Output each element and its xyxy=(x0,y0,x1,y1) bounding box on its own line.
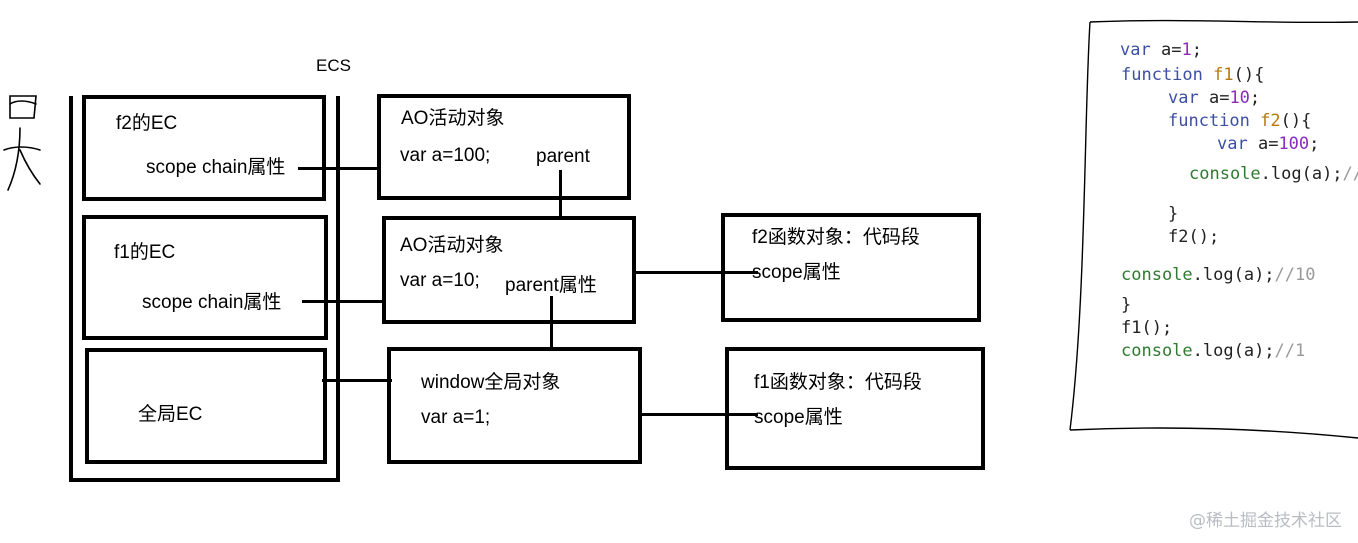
global-object-title: window全局对象 xyxy=(421,372,561,393)
ecs-bottom-wall xyxy=(69,478,340,482)
f2-ao-var: var a=100; xyxy=(400,145,491,166)
code-line-3: var a=10; xyxy=(1168,88,1261,108)
side-scribble xyxy=(3,95,41,191)
watermark: @稀土掘金技术社区 xyxy=(1189,511,1342,531)
ecs-title: ECS xyxy=(316,56,351,75)
code-panel-border xyxy=(1069,19,1358,439)
ecs-left-wall xyxy=(69,96,73,482)
f1-function-object-box xyxy=(725,347,985,470)
f2-function-object-box xyxy=(721,213,981,322)
f2-ec-scope-chain: scope chain属性 xyxy=(146,157,286,178)
f2-ec-frame xyxy=(82,95,326,201)
code-line-1: var a=1; xyxy=(1120,40,1202,60)
f1-ao-title: AO活动对象 xyxy=(400,235,504,256)
function-name: f1 xyxy=(1213,65,1234,85)
window-to-f1-function-connector xyxy=(640,413,758,416)
ecs-right-wall xyxy=(336,96,340,482)
code-line-5: var a=100; xyxy=(1217,134,1320,154)
f2-ao-box xyxy=(377,94,631,200)
code-line-2: function f1(){ xyxy=(1121,65,1265,85)
f1-parent-link xyxy=(550,296,553,349)
keyword: function xyxy=(1121,65,1203,85)
f2-parent-link xyxy=(559,170,562,218)
f1-function-scope: scope属性 xyxy=(754,407,843,428)
global-ec-to-window-connector xyxy=(322,379,392,382)
code-line-12: console.log(a);//1 xyxy=(1121,341,1306,361)
f2-function-object-title: f2函数对象：代码段 xyxy=(752,227,920,248)
code-line-4: function f2(){ xyxy=(1168,111,1312,131)
f1-ao-to-f2-function-connector xyxy=(634,271,758,274)
f1-ao-box xyxy=(382,216,636,324)
global-object-var: var a=1; xyxy=(421,407,491,428)
code-line-8: f2(); xyxy=(1168,227,1220,247)
f1-ao-var: var a=10; xyxy=(400,270,480,291)
f1-ec-frame xyxy=(82,215,328,340)
code-line-7: } xyxy=(1168,204,1179,224)
f2-ao-parent: parent xyxy=(536,146,590,167)
global-object-box xyxy=(387,347,642,464)
f1-ec-title: f1的EC xyxy=(114,242,176,263)
f1-scope-to-ao-connector xyxy=(302,300,386,303)
code-line-9: console.log(a);//10 xyxy=(1121,265,1316,285)
f1-function-object-title: f1函数对象：代码段 xyxy=(754,372,922,393)
f2-ec-title: f2的EC xyxy=(116,113,178,134)
code-line-11: f1(); xyxy=(1121,318,1173,338)
global-ec-title: 全局EC xyxy=(138,404,203,425)
f1-ec-scope-chain: scope chain属性 xyxy=(142,292,282,313)
code-line-10: } xyxy=(1121,295,1132,315)
f2-function-scope: scope属性 xyxy=(752,262,841,283)
f2-ao-title: AO活动对象 xyxy=(401,108,505,129)
keyword: var xyxy=(1120,40,1151,60)
f1-ao-parent: parent属性 xyxy=(505,275,597,296)
code-line-6: console.log(a);// xyxy=(1189,164,1358,184)
f2-scope-to-ao-connector xyxy=(298,167,379,170)
global-ec-frame xyxy=(85,348,327,464)
